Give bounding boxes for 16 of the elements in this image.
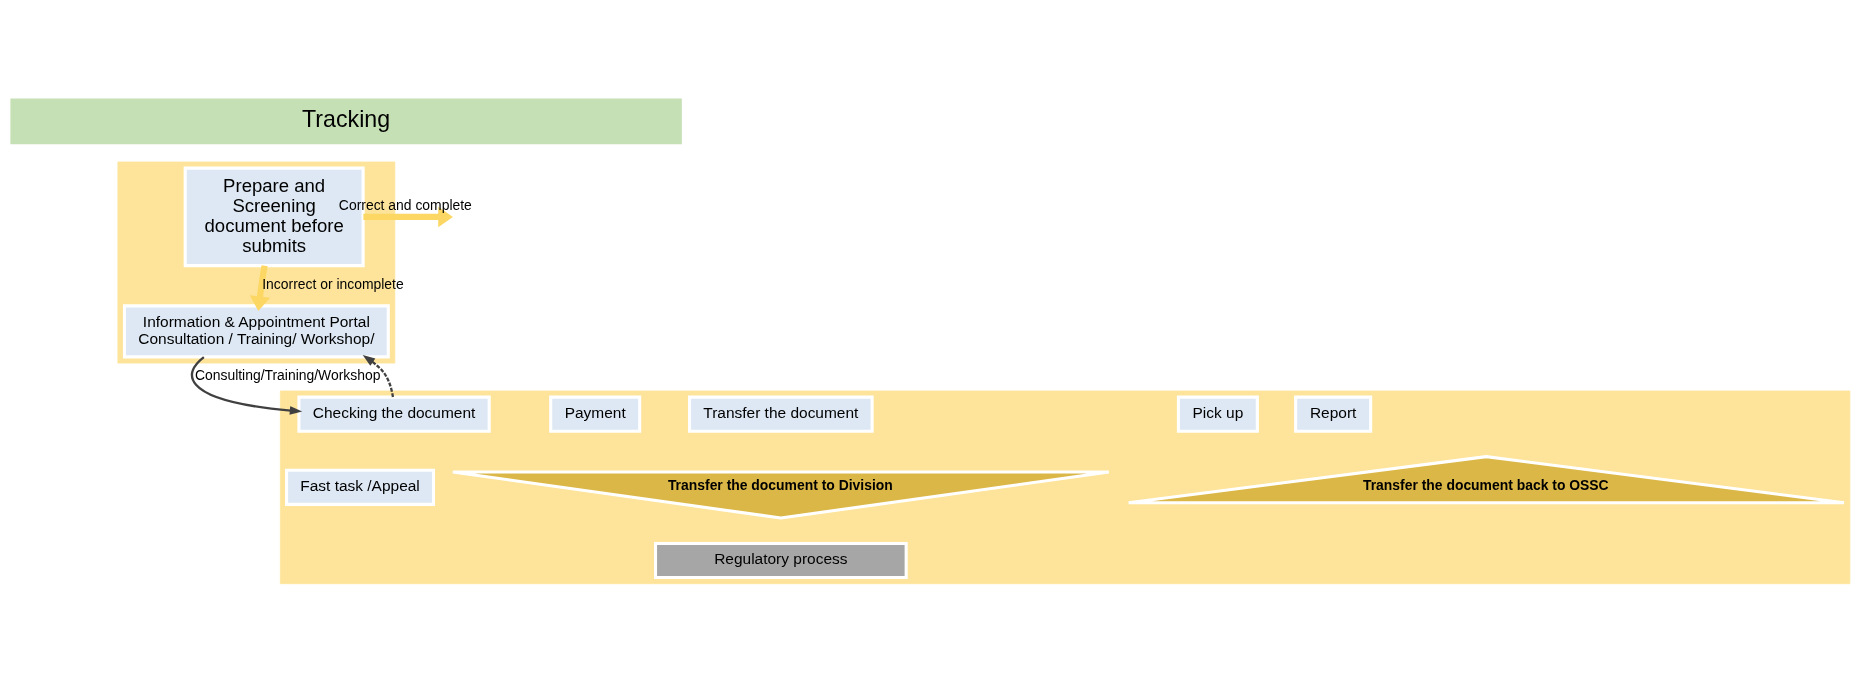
arrow: [362, 355, 395, 398]
node-box: Pick up: [1176, 395, 1259, 433]
node-box: Transfer the document: [688, 395, 874, 433]
node-box: Payment: [549, 395, 642, 433]
node-box: Report: [1294, 395, 1373, 433]
cluster: [279, 390, 1851, 585]
node-box: Fast task /Appeal: [285, 468, 436, 506]
arrow: [190, 356, 303, 415]
node-box: Checking the document: [297, 395, 491, 433]
edge-label: Consulting/Training/Workshop: [194, 367, 381, 384]
node-box: Information & Appointment Portal Consultation / Training/ Workshop/: [122, 304, 390, 359]
arrow: [249, 265, 271, 312]
node-box: Tracking: [10, 98, 682, 145]
edge-label: Correct and complete: [338, 197, 472, 214]
node-box: Regulatory process: [653, 541, 908, 580]
edge-label: Incorrect or incomplete: [262, 276, 404, 293]
